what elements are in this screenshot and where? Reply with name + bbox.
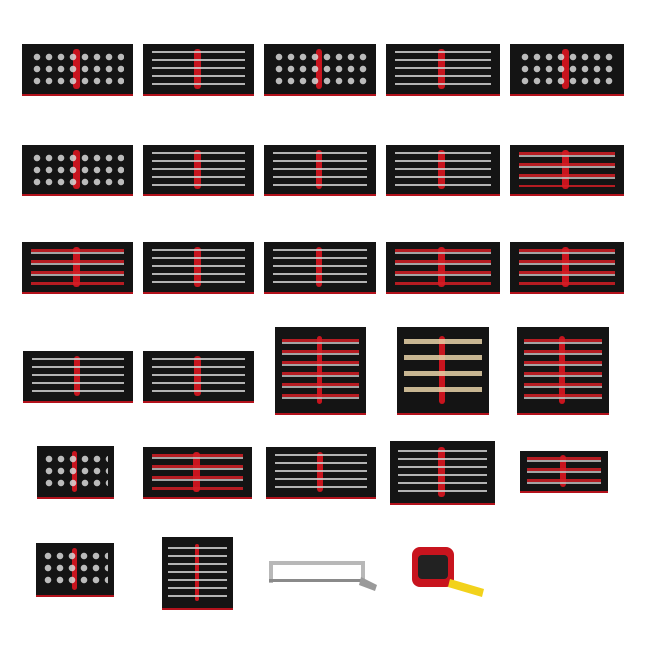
tool-tray-red — [520, 451, 608, 493]
tools — [151, 358, 246, 394]
tools — [395, 151, 491, 188]
tools — [272, 249, 368, 285]
tool-tray-wrenches — [143, 44, 254, 96]
tools — [395, 51, 491, 87]
tool-tray-screwdrivers — [143, 351, 254, 403]
tool-tray-red — [143, 447, 252, 499]
tool-tray-sockets — [22, 145, 133, 196]
tool-tray-sockets — [510, 44, 624, 96]
tools — [519, 51, 615, 87]
tool-tray-wrenches — [264, 242, 376, 294]
tool-tray-sockets — [37, 446, 114, 499]
tool-tray-screwdrivers — [23, 351, 133, 403]
tool-tray-red — [510, 145, 624, 196]
tools — [30, 249, 125, 285]
tool-tray-wrenches — [390, 441, 495, 505]
tool-tray-sockets — [22, 44, 133, 96]
tool-tray-screwdrivers — [143, 242, 254, 294]
tool-tray-pliers — [143, 145, 254, 196]
tools — [151, 51, 246, 87]
tools — [404, 339, 482, 401]
tool-tray-screwdrivers — [386, 44, 500, 96]
tool-tray-sockets — [264, 44, 376, 96]
tools — [43, 453, 108, 490]
tools — [167, 546, 228, 599]
tool-tray-sockets — [36, 543, 114, 597]
tools — [272, 51, 368, 87]
tools — [30, 51, 125, 87]
tools — [151, 249, 246, 285]
hacksaw-icon — [269, 561, 377, 591]
tool-tray-red — [386, 242, 500, 294]
tools — [282, 339, 359, 401]
tool-tray-wrenches — [266, 447, 376, 499]
tools — [519, 249, 615, 285]
tool-tray-hammer — [397, 327, 489, 415]
tool-tray-red — [510, 242, 624, 294]
tools — [274, 454, 368, 490]
tool-tray-pliers — [386, 145, 500, 196]
tools — [524, 339, 602, 401]
tool-tray-bits — [264, 145, 376, 196]
tools — [42, 550, 108, 588]
tools — [31, 358, 125, 394]
tape-measure-icon — [412, 547, 484, 597]
tools — [395, 249, 491, 285]
tool-tray-screwdrivers — [162, 537, 233, 610]
tools — [527, 456, 601, 486]
tools — [398, 449, 487, 495]
tool-tray-red — [275, 327, 366, 415]
tool-tray-red — [22, 242, 133, 294]
tools — [151, 151, 246, 188]
tools — [272, 151, 368, 188]
tools — [519, 151, 615, 188]
tools — [151, 454, 244, 490]
tools — [30, 151, 125, 188]
tool-tray-red — [517, 327, 609, 415]
